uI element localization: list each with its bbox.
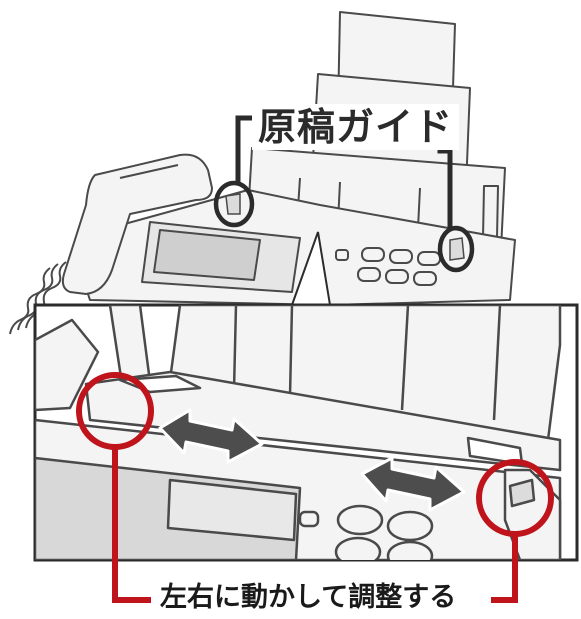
guide-marker-right bbox=[437, 225, 475, 273]
label-callout-lines bbox=[235, 115, 453, 231]
highlight-connector-lines bbox=[112, 444, 518, 603]
document-guide-label: 原稿ガイド bbox=[252, 104, 460, 150]
fax-machine bbox=[61, 11, 516, 306]
slide-arrow-left bbox=[158, 408, 264, 464]
handset bbox=[61, 153, 213, 295]
slide-arrow-right bbox=[360, 456, 466, 512]
guide-rail bbox=[84, 370, 562, 472]
keypad bbox=[335, 247, 441, 286]
adjust-instruction-label: 左右に動かして調整する bbox=[156, 581, 461, 615]
zoom-pointer bbox=[291, 231, 331, 306]
guide-marker-left bbox=[213, 180, 255, 228]
